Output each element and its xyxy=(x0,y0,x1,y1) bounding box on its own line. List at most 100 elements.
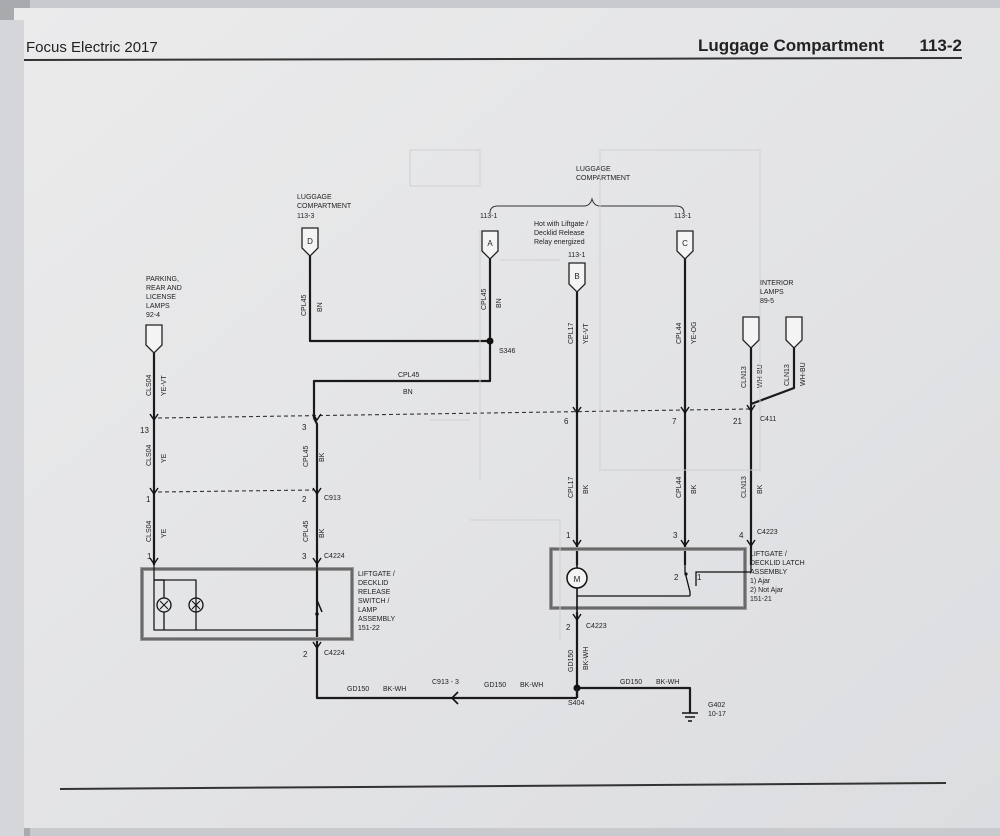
ground-g402 xyxy=(682,712,698,722)
svg-text:CPL44: CPL44 xyxy=(676,322,683,344)
svg-text:BN: BN xyxy=(317,302,324,312)
svg-text:A: A xyxy=(487,239,493,248)
wire-gd150-left xyxy=(315,688,577,700)
svg-text:YE: YE xyxy=(161,528,168,538)
header-page-number: 113-2 xyxy=(919,36,962,55)
svg-text:CPL45: CPL45 xyxy=(481,288,488,310)
svg-text:CLN13: CLN13 xyxy=(741,366,748,388)
ref-d-l1: LUGGAGE xyxy=(297,194,332,201)
svg-text:CLS04: CLS04 xyxy=(146,444,153,466)
svg-text:GD150: GD150 xyxy=(484,682,506,689)
svg-text:C: C xyxy=(682,239,688,248)
pin-numbers: 13 3 6 7 21 1 2 1 3 1 3 4 2 2 2 1 xyxy=(140,417,744,659)
connector-parking xyxy=(145,324,163,354)
ref-d-l3: 113-3 xyxy=(297,213,314,220)
switch-label-l5: LAMP xyxy=(358,607,377,614)
svg-text:BK: BK xyxy=(319,452,326,462)
svg-text:YE: YE xyxy=(161,453,168,463)
svg-text:C4224: C4224 xyxy=(324,650,345,657)
switch-label-l6: ASSEMBLY xyxy=(358,616,396,623)
footer-rule xyxy=(59,782,947,790)
parking-l3: LICENSE xyxy=(146,294,176,301)
interior-l2: LAMPS xyxy=(760,289,784,296)
latch-assembly: M xyxy=(549,547,752,612)
interior-l3: 89-5 xyxy=(760,298,774,305)
svg-text:3: 3 xyxy=(302,552,307,561)
switch-label-l2: DECKLID xyxy=(358,580,388,587)
parking-l5: 92-4 xyxy=(146,312,160,319)
parking-l1: PARKING, xyxy=(146,276,179,283)
svg-text:B: B xyxy=(574,272,579,281)
dash-c411 xyxy=(157,408,751,419)
svg-text:6: 6 xyxy=(564,417,569,426)
svg-text:2: 2 xyxy=(303,650,308,659)
switch-label-l1: LIFTGATE / xyxy=(358,571,395,578)
hot-note-l1: Hot with Liftgate / xyxy=(534,221,588,228)
svg-text:10-17: 10-17 xyxy=(708,711,726,718)
parking-l4: LAMPS xyxy=(146,303,170,310)
svg-text:2: 2 xyxy=(302,495,307,504)
wire-gd150-right xyxy=(577,686,692,713)
svg-text:C411: C411 xyxy=(760,416,776,423)
inline-connector-c913-arrow xyxy=(450,691,459,705)
svg-text:CLS04: CLS04 xyxy=(146,374,153,396)
connector-interior-2 xyxy=(785,316,803,349)
latch-label-l4: 1) Ajar xyxy=(750,578,771,585)
svg-text:M: M xyxy=(574,575,581,584)
svg-text:C4224: C4224 xyxy=(324,553,345,560)
header-rule xyxy=(23,57,963,61)
wire-labels: CLS04 YE-VT CLS04 YE CLS04 YE CPL45 BN C… xyxy=(146,288,807,693)
svg-text:C913 - 3: C913 - 3 xyxy=(432,679,459,686)
connector-b: B xyxy=(568,262,586,293)
ref-c: 113-1 xyxy=(674,213,691,220)
svg-text:CPL45: CPL45 xyxy=(301,294,308,316)
svg-text:2: 2 xyxy=(566,623,571,632)
latch-label-l6: 151-21 xyxy=(750,596,772,603)
svg-text:YE-OG: YE-OG xyxy=(691,321,698,344)
ref-d-l2: COMPARTMENT xyxy=(297,203,352,210)
svg-text:CLN13: CLN13 xyxy=(784,364,791,386)
connector-a: A xyxy=(481,230,499,260)
connector-interior-1 xyxy=(742,316,760,349)
svg-text:1: 1 xyxy=(146,495,151,504)
hot-note-l3: Relay energized xyxy=(534,239,585,246)
svg-text:BK-WH: BK-WH xyxy=(520,682,543,689)
svg-text:C4223: C4223 xyxy=(757,529,778,536)
svg-text:CPL44: CPL44 xyxy=(676,476,683,498)
switch-label-l7: 151-22 xyxy=(358,625,380,632)
luggage-brace xyxy=(489,197,685,214)
dash-c913 xyxy=(157,489,315,493)
svg-text:BK-WH: BK-WH xyxy=(656,679,679,686)
splice-s346 xyxy=(486,337,494,345)
svg-text:GD150: GD150 xyxy=(347,686,369,693)
svg-text:BK: BK xyxy=(319,528,326,538)
svg-text:BK: BK xyxy=(691,484,698,494)
svg-text:GD150: GD150 xyxy=(620,679,642,686)
svg-text:CPL17: CPL17 xyxy=(568,322,575,344)
switch-lamp-assembly xyxy=(140,565,354,641)
svg-text:S404: S404 xyxy=(568,700,584,707)
svg-text:G402: G402 xyxy=(708,702,725,709)
svg-text:BK-WH: BK-WH xyxy=(383,686,406,693)
parking-l2: REAR AND xyxy=(146,285,182,292)
svg-text:13: 13 xyxy=(140,426,149,435)
ref-b: 113-1 xyxy=(568,252,585,259)
pin-arrows xyxy=(149,404,756,650)
page-edge xyxy=(0,20,24,836)
latch-label-l5: 2) Not Ajar xyxy=(750,587,784,594)
svg-text:7: 7 xyxy=(672,417,677,426)
svg-text:BK: BK xyxy=(583,484,590,494)
svg-text:CPL45: CPL45 xyxy=(398,372,420,379)
svg-text:1: 1 xyxy=(147,552,152,561)
svg-text:3: 3 xyxy=(673,531,678,540)
svg-text:3: 3 xyxy=(302,423,307,432)
connector-d: D xyxy=(301,227,319,257)
header-section-title: Luggage Compartment xyxy=(698,36,884,55)
svg-text:D: D xyxy=(307,237,313,246)
switch-label-l3: RELEASE xyxy=(358,589,391,596)
svg-text:CPL45: CPL45 xyxy=(303,445,310,467)
svg-text:CPL17: CPL17 xyxy=(568,476,575,498)
svg-text:21: 21 xyxy=(733,417,742,426)
